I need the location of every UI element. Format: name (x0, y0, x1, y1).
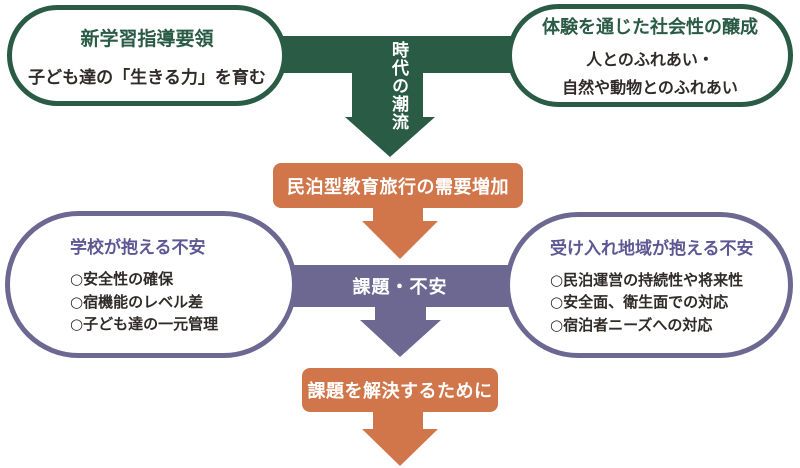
experience-pill-line1: 人とのふれあい・ (586, 50, 714, 69)
guideline-pill-subtitle: 子ども達の「生きる力」を育む (28, 67, 266, 88)
concern-item: ○宿機能のレベル差 (70, 292, 204, 311)
issues-arrow-stem (375, 305, 426, 321)
school-concerns-title: 学校が抱える不安 (70, 238, 206, 259)
solution-arrow-down-icon (362, 429, 438, 466)
experience-pill-line2: 自然や動物とのふれあい (562, 78, 738, 97)
guideline-pill-title: 新学習指導要領 (80, 27, 214, 50)
era-label: 時代の潮流 (388, 41, 408, 131)
issues-connector-bar: 課題・不安 (268, 265, 532, 307)
concern-item: ○民泊運営の持続性や将来性 (550, 270, 744, 289)
concern-item: ○子ども達の一元管理 (70, 315, 219, 334)
issues-arrow-down-icon (360, 320, 441, 357)
concern-item: ○安全面、衛生面での対応 (550, 293, 729, 312)
solution-arrow-stem (373, 410, 423, 430)
solution-box: 課題を解決するために (302, 368, 498, 412)
era-arrow-stem (352, 36, 423, 118)
guideline-pill: 新学習指導要領 子ども達の「生きる力」を育む (7, 5, 287, 106)
experience-pill-title: 体験を通じた社会性の醸成 (542, 17, 758, 38)
demand-arrow-stem (373, 206, 423, 222)
concern-item: ○安全性の確保 (70, 270, 174, 289)
school-concerns-pill: 学校が抱える不安 ○安全性の確保 ○宿機能のレベル差 ○子ども達の一元管理 (5, 211, 297, 358)
demand-box: 民泊型教育旅行の需要増加 (273, 163, 523, 208)
region-concerns-title: 受け入れ地域が抱える不安 (550, 238, 754, 259)
demand-arrow-down-icon (362, 221, 438, 259)
era-arrow-down-icon (345, 117, 435, 157)
region-concerns-pill: 受け入れ地域が抱える不安 ○民泊運営の持続性や将来性 ○安全面、衛生面での対応 … (505, 212, 793, 358)
experience-pill: 体験を通じた社会性の醸成 人とのふれあい・ 自然や動物とのふれあい (507, 4, 793, 107)
issues-bar-label: 課題・不安 (352, 277, 448, 298)
concern-item: ○宿泊者ニーズへの対応 (550, 315, 713, 334)
